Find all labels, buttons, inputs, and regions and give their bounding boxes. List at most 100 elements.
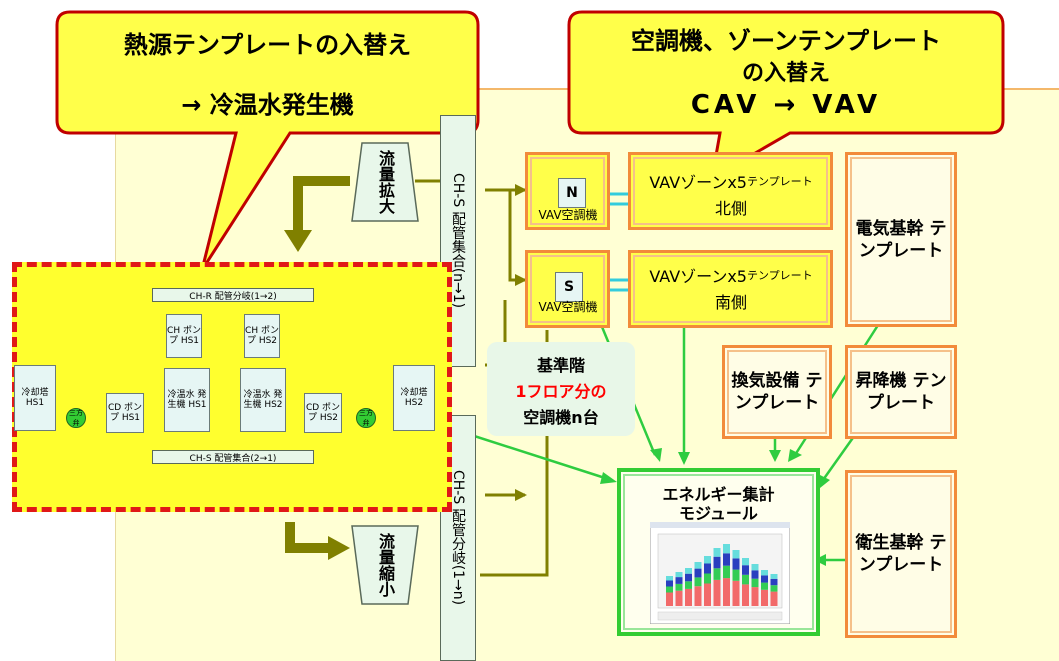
thumbnail-bar-segment bbox=[675, 572, 683, 578]
thumbnail-bar-segment bbox=[704, 583, 711, 606]
thumbnail-bar-segment bbox=[704, 563, 711, 574]
thumbnail-bar-segment bbox=[666, 586, 673, 593]
left-callout-subtitle: → 冷温水発生機 bbox=[181, 90, 354, 119]
thumbnail-bar-segment bbox=[675, 590, 683, 606]
ch-pump-hs2: CH ポンプ HS2 bbox=[244, 314, 280, 358]
three-way-valve-left: 三方弁 bbox=[66, 408, 86, 428]
thumbnail-bar-segment bbox=[723, 578, 730, 606]
thumbnail-bar-segment bbox=[732, 550, 740, 559]
heat-source-area bbox=[12, 262, 452, 512]
thumbnail-bar-segment bbox=[685, 568, 692, 574]
vav-zone-north-small: テンプレート bbox=[746, 175, 813, 188]
shrink-arrow-head bbox=[328, 536, 350, 560]
thumbnail-bar-segment bbox=[751, 587, 759, 606]
thumbnail-bar-segment bbox=[761, 575, 768, 583]
ch-pump-hs1: CH ポンプ HS1 bbox=[166, 314, 202, 358]
vav-cube-north: N bbox=[558, 178, 586, 208]
thumbnail-bar-segment bbox=[751, 570, 759, 579]
flow-shrink-label: 流量縮小 bbox=[376, 533, 395, 597]
thumbnail-bar-segment bbox=[666, 580, 673, 587]
chiller-hs2: 冷温水 発生機 HS2 bbox=[240, 368, 286, 432]
three-way-valve-right: 三方弁 bbox=[356, 408, 376, 428]
thumbnail-bar-segment bbox=[770, 578, 778, 586]
thumbnail-bar-segment bbox=[713, 556, 721, 569]
vav-unit-north-label: VAV空調機 bbox=[538, 207, 598, 222]
thumbnail-bar-segment bbox=[723, 544, 730, 554]
thumbnail-bar-segment bbox=[713, 579, 721, 606]
thumbnail-bar-segment bbox=[761, 589, 768, 606]
vav-zone-north-side: 北側 bbox=[714, 199, 747, 218]
thumbnail-bar-segment bbox=[713, 568, 721, 580]
flow-expand-arrow-path bbox=[293, 176, 350, 232]
thumbnail-bar-segment bbox=[704, 573, 711, 584]
thumbnail-bar-segment bbox=[761, 570, 768, 576]
cd-pump-hs1: CD ポンプ HS1 bbox=[106, 393, 144, 433]
thumbnail-bar-segment bbox=[732, 558, 740, 570]
thumbnail-bar-segment bbox=[742, 565, 749, 575]
thumbnail-bar-segment bbox=[694, 568, 702, 578]
right-callout-cav-vav: CAV → VAV bbox=[690, 90, 882, 120]
pipe-header-top: CH-R 配管分岐(1→2) bbox=[152, 288, 314, 302]
thumbnail-bar-segment bbox=[732, 580, 740, 606]
thumbnail-bar-segment bbox=[770, 591, 778, 606]
thumbnail-bar-segment bbox=[685, 581, 692, 589]
thumbnail-bar-segment bbox=[742, 558, 749, 566]
flow-shrink-shape bbox=[351, 525, 419, 605]
thumbnail-bar-segment bbox=[770, 574, 778, 579]
thumbnail-bar-segment bbox=[675, 577, 683, 584]
thumbnail-bar-segment bbox=[694, 577, 702, 587]
thumbnail-bar-segment bbox=[666, 576, 673, 581]
thumbnail-bar-segment bbox=[704, 556, 711, 564]
vav-zone-north bbox=[628, 152, 833, 230]
energy-module-thumbnail bbox=[650, 522, 790, 624]
thumbnail-bar-segment bbox=[761, 582, 768, 590]
vav-unit-south-label: VAV空調機 bbox=[538, 299, 598, 314]
energy-module-subtitle: モジュール bbox=[679, 504, 758, 523]
vav-zone-south bbox=[628, 250, 833, 328]
thumbnail-bar-segment bbox=[685, 588, 692, 606]
right-callout-subtitle: の入替え bbox=[741, 61, 830, 86]
thumbnail-bar-segment bbox=[694, 586, 702, 606]
template-elevator: 昇降機 テンプレート bbox=[845, 345, 957, 439]
thumbnail-bar-segment bbox=[713, 548, 721, 557]
vav-zone-south-text: VAVゾーンx5 bbox=[649, 267, 747, 286]
thumbnail-bar-segment bbox=[770, 585, 778, 592]
template-sanitary: 衛生基幹 テンプレート bbox=[845, 470, 957, 638]
thumbnail-bar-segment bbox=[723, 553, 730, 566]
vav-zone-north-text: VAVゾーンx5 bbox=[649, 173, 747, 192]
vav-zone-south-side: 南側 bbox=[714, 293, 747, 312]
thumbnail-bar-segment bbox=[694, 562, 702, 569]
pipe-branch-1-to-n: CH-S 配管分岐(1→n) bbox=[440, 415, 476, 661]
thumbnail-bar-segment bbox=[685, 573, 692, 582]
vav-cube-south: S bbox=[555, 272, 583, 302]
expand-arrow-head bbox=[284, 230, 312, 252]
thumbnail-bar-segment bbox=[723, 565, 730, 579]
cooling-tower-hs1: 冷却塔 HS1 bbox=[14, 365, 56, 431]
left-callout-title: 熱源テンプレートの入替え bbox=[123, 30, 412, 59]
cd-pump-hs2: CD ポンプ HS2 bbox=[304, 393, 342, 433]
floor-note-line3: 空調機n台 bbox=[523, 408, 599, 427]
energy-module-title: エネルギー集計 bbox=[662, 485, 775, 504]
flow-expand-shape bbox=[351, 142, 419, 222]
chiller-hs1: 冷温水 発生機 HS1 bbox=[164, 368, 210, 432]
flow-expand-label: 流量拡大 bbox=[376, 150, 395, 214]
floor-note-box bbox=[487, 342, 635, 436]
flow-shrink-arrow-path bbox=[285, 522, 330, 553]
thumbnail-bar-segment bbox=[751, 564, 759, 571]
thumbnail-bar-segment bbox=[732, 569, 740, 581]
floor-note-line1: 基準階 bbox=[536, 356, 585, 375]
right-callout-title: 空調機、ゾーンテンプレート bbox=[630, 26, 942, 55]
pipe-header-bottom: CH-S 配管集合(2→1) bbox=[152, 450, 314, 464]
cooling-tower-hs2: 冷却塔 HS2 bbox=[393, 365, 435, 431]
thumbnail-bar-segment bbox=[675, 583, 683, 591]
template-electric: 電気基幹 テンプレート bbox=[845, 152, 957, 327]
vav-zone-south-small: テンプレート bbox=[746, 269, 813, 282]
thumbnail-bar-segment bbox=[742, 584, 749, 606]
thumbnail-bar-segment bbox=[742, 574, 749, 585]
thumbnail-bar-segment bbox=[751, 578, 759, 588]
floor-note-line2: 1フロア分の bbox=[515, 382, 607, 401]
